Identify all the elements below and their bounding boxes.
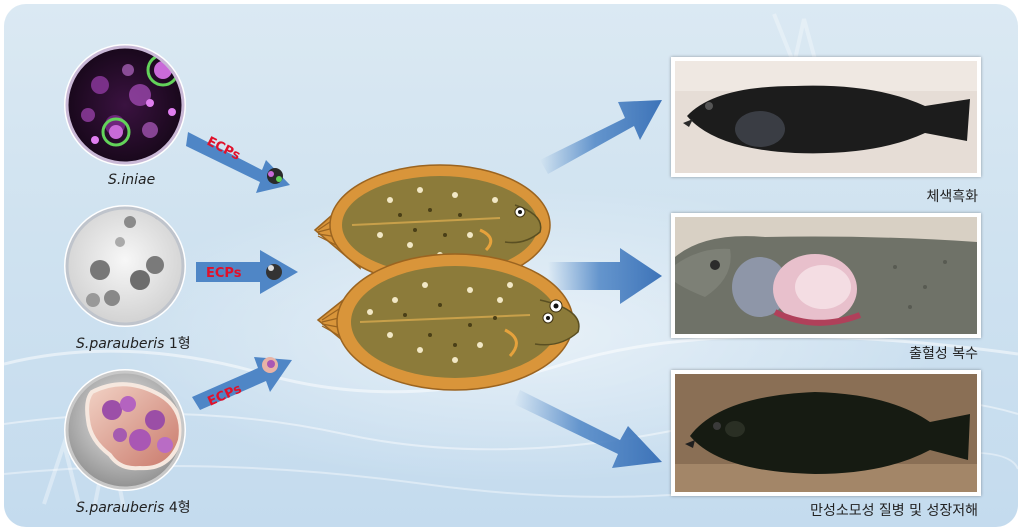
caption-suffix: 4형	[164, 500, 190, 516]
photo-darkened-fish	[671, 57, 981, 177]
photo-emaciated-fish	[671, 370, 981, 496]
micrograph-s-parauberis-1	[64, 205, 186, 327]
caption-species: S.iniae	[108, 172, 155, 188]
photo-ascites-fish	[671, 213, 981, 338]
caption-s-iniae: S.iniae	[108, 172, 155, 188]
outcome-caption-3: 만성소모성 질병 및 성장저해	[810, 500, 978, 520]
outcome-caption-1: 체색흑화	[926, 186, 978, 206]
outcome-arrow-1	[540, 100, 662, 174]
outcome-arrow-3	[514, 390, 662, 468]
ecp-arrow-1	[186, 132, 290, 193]
outcome-caption-2: 출혈성 복수	[909, 343, 978, 363]
ecp-arrow-3	[192, 357, 292, 410]
caption-species: S.parauberis	[76, 500, 164, 516]
ecp-label-2: ECPs	[206, 266, 242, 281]
micrograph-s-iniae	[64, 44, 186, 166]
outcome-arrow-2	[548, 248, 662, 304]
caption-s-parauberis-4: S.parauberis 4형	[76, 497, 191, 517]
render-s-parauberis-4	[64, 369, 186, 491]
caption-suffix: 1형	[164, 336, 190, 352]
flounder-illustration	[315, 165, 579, 390]
caption-species: S.parauberis	[76, 336, 164, 352]
caption-s-parauberis-1: S.parauberis 1형	[76, 333, 191, 353]
